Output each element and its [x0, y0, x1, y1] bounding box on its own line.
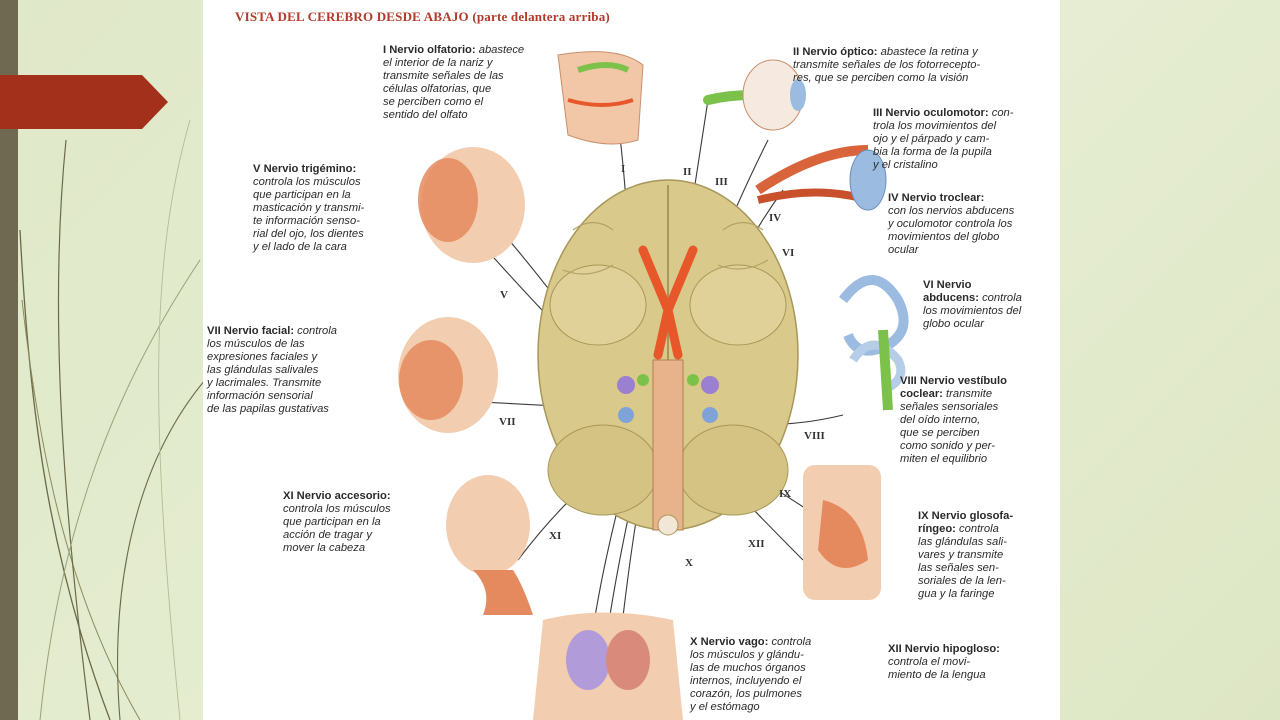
- eye-muscles-illustration: [755, 145, 887, 211]
- nerve-label-accessory: XI Nervio accesorio: controla los múscul…: [283, 490, 391, 554]
- marker-V: V: [500, 289, 508, 301]
- nerve-label-vagus: X Nervio vago: controla los músculos y g…: [690, 636, 812, 713]
- marker-I: I: [621, 163, 626, 175]
- torso-vagus: [533, 612, 683, 720]
- marker-XI: XI: [549, 530, 562, 542]
- diagram-illustration: [398, 51, 909, 720]
- nose-illustration: [557, 51, 644, 145]
- marker-XII: XII: [748, 538, 765, 550]
- marker-IV: IV: [769, 212, 782, 224]
- marker-VI: VI: [782, 247, 795, 259]
- marker-II: II: [683, 166, 692, 178]
- nerve-label-oculomotor: III Nervio oculomotor: con- trola los mo…: [873, 107, 1014, 171]
- marker-X: X: [685, 557, 693, 569]
- marker-VII: VII: [499, 416, 516, 428]
- head-facial: [398, 317, 498, 433]
- nerve-label-abducens: VI Nervio abducens: controla los movimie…: [923, 279, 1022, 330]
- nerve-label-facial: VII Nervio facial: controla los músculos…: [207, 325, 337, 415]
- red-arrow-shape: [0, 75, 168, 129]
- head-trigeminal: [418, 147, 525, 263]
- head-glossopharyngeal: [803, 465, 881, 600]
- nerve-label-olfactory: I Nervio olfatorio: abastece el interior…: [383, 44, 525, 121]
- nerve-label-vestibulocochlear: VIII Nervio vestíbulo coclear: transmite…: [900, 375, 1007, 465]
- cranial-nerves-diagram: VISTA DEL CEREBRO DESDE ABAJO (parte del…: [203, 0, 1060, 720]
- subtitle-text: (parte delantera arriba): [472, 9, 610, 24]
- nerve-label-trigeminal: V Nervio trigémino: controla los músculo…: [253, 163, 365, 253]
- title-text: VISTA DEL CEREBRO DESDE ABAJO: [235, 9, 469, 24]
- nerve-label-hypoglossal: XII Nervio hipogloso: controla el movi- …: [888, 643, 1000, 681]
- inner-ear-illustration: [839, 275, 909, 411]
- marker-IX: IX: [779, 488, 792, 500]
- diagram-title: VISTA DEL CEREBRO DESDE ABAJO (parte del…: [235, 9, 610, 25]
- left-sidebar-bar: [0, 0, 18, 720]
- head-accessory: [446, 475, 533, 615]
- marker-III: III: [715, 176, 728, 188]
- nerve-label-glossopharyngeal: IX Nervio glosofa- ríngeo: controla las …: [918, 510, 1014, 600]
- nerve-label-optic: II Nervio óptico: abastece la retina y t…: [793, 46, 981, 84]
- eye-illustration: [703, 59, 806, 131]
- brain-underside: [537, 179, 799, 536]
- decorative-curves: [19, 119, 206, 720]
- marker-VIII: VIII: [804, 430, 825, 442]
- nerve-label-troclear: IV Nervio troclear: con los nervios abdu…: [888, 192, 1015, 256]
